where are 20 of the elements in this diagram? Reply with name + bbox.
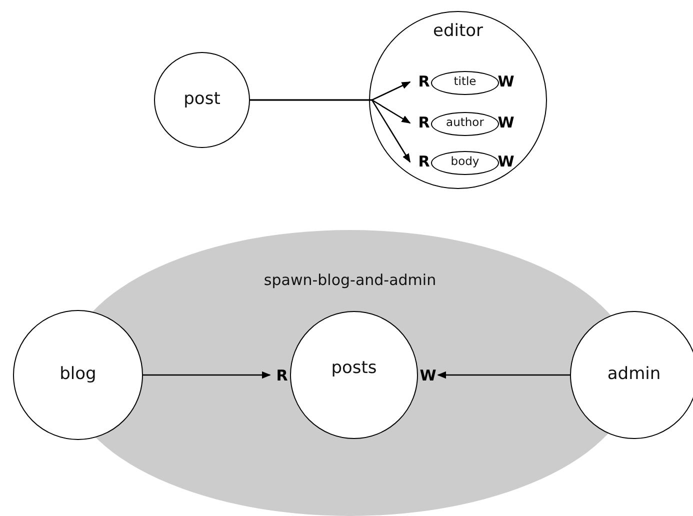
access-mark: W [498, 74, 514, 90]
access-mark: R [276, 368, 288, 384]
access-mark: R [418, 116, 430, 130]
node-label: author [445, 117, 485, 129]
access-mark: W [498, 154, 514, 170]
access-mark: W [498, 116, 514, 130]
arrow [250, 99, 411, 163]
node-label: posts [330, 360, 378, 376]
node-label: spawn-blog-and-admin [262, 272, 438, 288]
access-mark: W [420, 368, 436, 384]
node-label: editor [432, 22, 484, 40]
node-label: title [452, 76, 478, 88]
arrow [437, 371, 570, 379]
access-mark: R [418, 154, 430, 170]
node-label: admin [606, 366, 662, 382]
arrow [143, 371, 271, 379]
node-label: blog [58, 366, 98, 382]
access-mark: R [418, 74, 430, 90]
node-label: post [182, 90, 222, 108]
node-label: body [450, 156, 480, 168]
